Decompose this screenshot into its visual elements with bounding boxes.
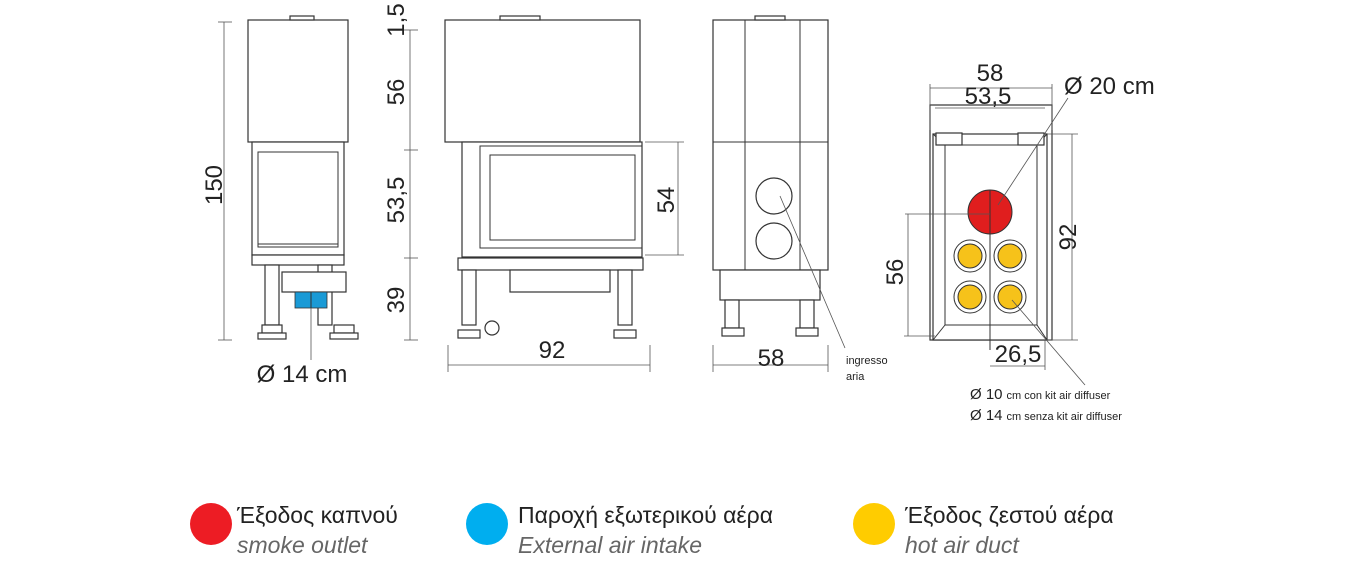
- legend-english: smoke outlet: [237, 532, 369, 558]
- blue-dot-icon: [466, 503, 508, 545]
- hot-air-duct-circles: [953, 239, 1027, 314]
- legend-smoke-outlet: Έξοδος καπνού smoke outlet: [190, 502, 398, 558]
- dim-outer-width: 58: [977, 60, 1004, 87]
- dim-flue-center: 26,5: [995, 341, 1042, 368]
- side-view: 54 92: [444, 15, 684, 372]
- legend-english: External air intake: [518, 532, 702, 558]
- dim-upper: 56: [383, 79, 410, 106]
- red-dot-icon: [190, 503, 232, 545]
- dim-base: 39: [383, 287, 410, 314]
- legend-greek: Έξοδος καπνού: [236, 502, 398, 528]
- dim-inner-width: 53,5: [965, 83, 1012, 110]
- legend-greek: Έξοδος ζεστού αέρα: [904, 502, 1114, 528]
- legend-air-intake: Παροχή εξωτερικού αέρα External air inta…: [466, 502, 773, 558]
- legend-greek: Παροχή εξωτερικού αέρα: [518, 502, 773, 528]
- front-view: 150 1,5 56 53,5 39 Ø 14 cm: [201, 3, 418, 388]
- air-intake-circle-upper: [755, 177, 793, 215]
- intake-diameter-label: Ø 14 cm: [257, 361, 348, 388]
- dim-total-height: 150: [201, 165, 228, 205]
- dim-side-width: 92: [539, 337, 566, 364]
- dim-back-width: 58: [758, 345, 785, 372]
- yellow-dot-icon: [853, 503, 895, 545]
- flue-diameter-label: Ø 20 cm: [1064, 73, 1155, 100]
- legend: Έξοδος καπνού smoke outlet Παροχή εξωτερ…: [190, 502, 1114, 558]
- intake-label-line2: aria: [846, 371, 865, 383]
- dim-top: 1,5: [383, 3, 410, 36]
- intake-label-line1: ingresso: [846, 355, 888, 367]
- legend-english: hot air duct: [905, 532, 1020, 558]
- dim-depth: 92: [1055, 224, 1082, 251]
- legend-hot-air: Έξοδος ζεστού αέρα hot air duct: [853, 502, 1114, 558]
- dim-flue-offset: 56: [882, 259, 909, 286]
- back-view: 58 ingresso aria: [712, 15, 888, 383]
- dim-firebox: 53,5: [383, 177, 410, 224]
- dim-glass-height: 54: [653, 187, 680, 214]
- air-intake-circle-lower: [755, 222, 793, 260]
